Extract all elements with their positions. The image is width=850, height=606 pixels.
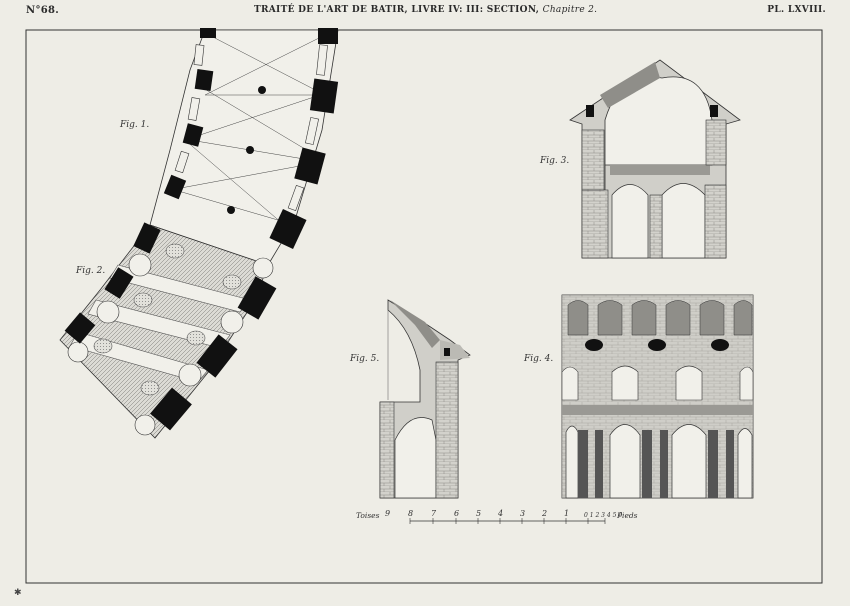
fig5-section (379, 299, 471, 499)
fig4-label: Fig. 4. (524, 354, 554, 364)
fig4-elevation (561, 294, 754, 499)
scale-toises-label: Toises (356, 511, 380, 520)
scale-pied-marks: 0 1 2 3 4 5 6 (584, 512, 623, 519)
fig5-label: Fig. 5. (350, 354, 380, 364)
corner-star-mark: ✱ (14, 588, 22, 598)
fig2-label: Fig. 2. (76, 266, 106, 276)
fig1-plan-upper (149, 28, 339, 266)
plate-number: N°68. (26, 5, 60, 16)
plate-border (25, 29, 823, 584)
fig2-plan-lower (59, 222, 277, 439)
fig1-label: Fig. 1. (120, 120, 150, 130)
plate-label: PL. LXVIII. (767, 5, 826, 15)
scale-mark-6: 6 (454, 509, 460, 518)
fig3-label: Fig. 3. (540, 156, 570, 166)
fig3-section (569, 59, 741, 259)
scale-pieds-label: Pieds (617, 511, 638, 520)
scale-mark-5: 5 (476, 509, 482, 518)
plate-title: TRAITÉ DE L'ART DE BATIR, LIVRE IV: III:… (254, 5, 597, 15)
scale-mark-9: 9 (385, 509, 391, 518)
scale-bar (409, 518, 606, 524)
title-text: TRAITÉ DE L'ART DE BATIR, LIVRE IV: III:… (254, 5, 540, 15)
scale-mark-2: 2 (542, 509, 548, 518)
scale-mark-3: 3 (520, 509, 526, 518)
chapter-text: Chapitre 2. (542, 5, 598, 15)
scale-mark-4: 4 (498, 509, 504, 518)
scale-mark-7: 7 (431, 509, 437, 518)
scale-mark-1: 1 (564, 509, 570, 518)
scale-mark-8: 8 (408, 509, 414, 518)
